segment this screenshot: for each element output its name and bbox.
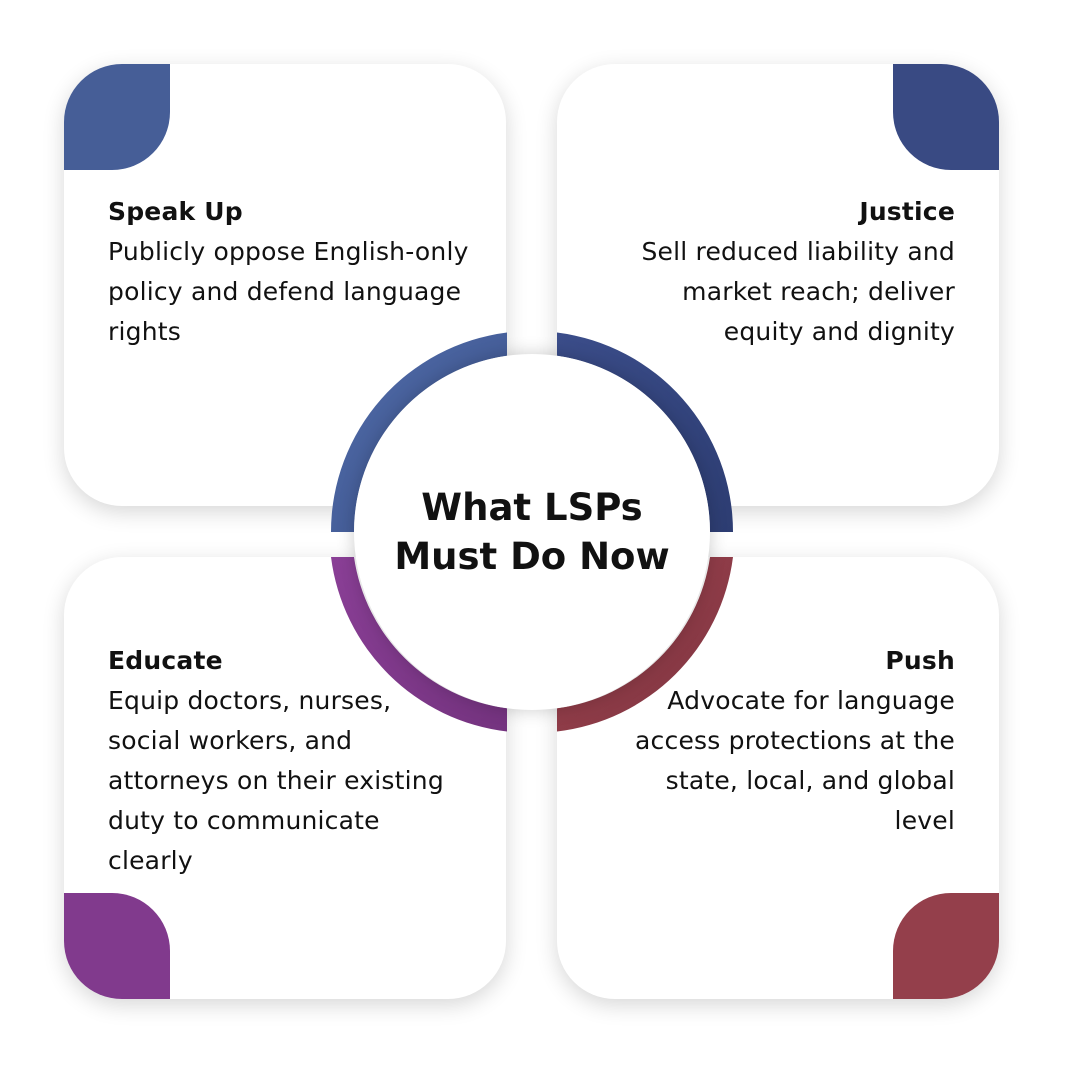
card-speak-up: Speak Up Publicly oppose English-only po… [64, 64, 506, 506]
speak-up-text: Speak Up Publicly oppose English-only po… [108, 192, 488, 352]
ring-segment-justice [557, 332, 733, 532]
center-ring [331, 332, 733, 732]
push-text: Push Advocate for language access protec… [635, 641, 955, 841]
push-body: Advocate for language access protections… [635, 686, 955, 835]
speak-up-body: Publicly oppose English-only policy and … [108, 237, 469, 346]
push-title: Push [885, 646, 955, 675]
ring-segment-speak-up [331, 332, 507, 532]
ring-segment-push [557, 557, 733, 732]
justice-corner-accent [893, 64, 999, 170]
educate-text: Educate Equip doctors, nurses, social wo… [108, 641, 468, 881]
educate-title: Educate [108, 646, 223, 675]
ring-segment-educate [331, 557, 507, 732]
speak-up-corner-accent [64, 64, 170, 170]
speak-up-title: Speak Up [108, 197, 243, 226]
diagram-title: What LSPs Must Do Now [394, 486, 670, 578]
justice-title: Justice [859, 197, 955, 226]
justice-body: Sell reduced liability and market reach;… [641, 237, 955, 346]
educate-body: Equip doctors, nurses, social workers, a… [108, 686, 444, 875]
educate-corner-accent [64, 893, 170, 999]
push-corner-accent [893, 893, 999, 999]
center-hub: What LSPs Must Do Now [354, 354, 710, 710]
justice-text: Justice Sell reduced liability and marke… [615, 192, 955, 352]
